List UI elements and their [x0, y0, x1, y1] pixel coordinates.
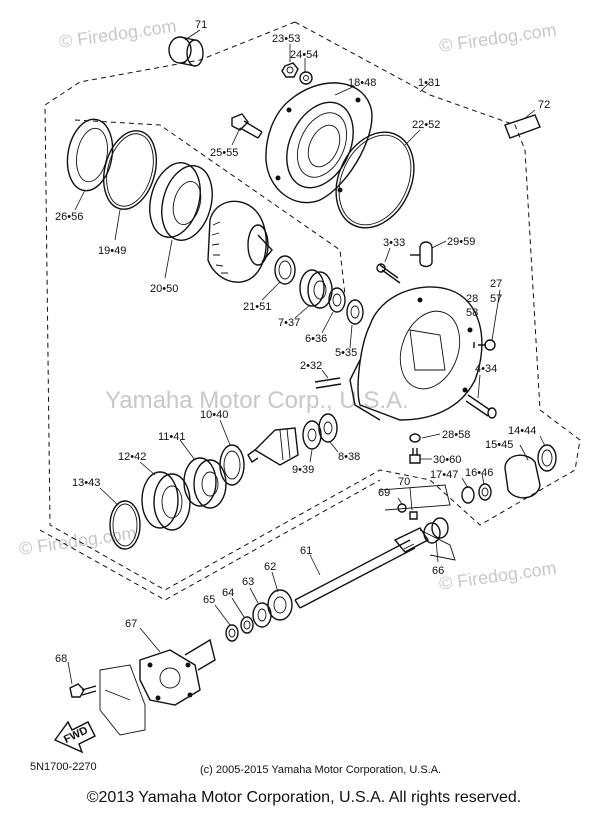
ring-bearing-part: [149, 162, 213, 241]
watermark-right-mid: © Firedog.com: [438, 558, 558, 594]
final-drive-case-part: [349, 286, 483, 421]
drive-shaft-part: [294, 527, 430, 609]
label-63: 63: [242, 576, 254, 588]
label-18: 18•48: [348, 77, 376, 89]
label-1: 1•31: [418, 77, 440, 89]
nut-part: [281, 62, 313, 85]
label-67: 67: [125, 618, 137, 630]
label-65: 65: [203, 594, 215, 606]
label-21: 21•51: [243, 301, 271, 313]
label-15: 15•45: [485, 439, 513, 451]
retainer-o-ring-part: [109, 500, 141, 550]
label-5: 5•35: [335, 347, 357, 359]
label-22: 22•52: [412, 119, 440, 131]
label-17: 17•47: [430, 469, 458, 481]
assembly-boundary: [44, 21, 581, 591]
oil-seal-part: [66, 118, 114, 192]
pinion-shim-part: [219, 444, 245, 486]
label-14: 14•44: [508, 425, 536, 437]
label-57: 57: [490, 293, 502, 305]
label-20: 20•50: [150, 283, 178, 295]
watermark-bottom-left: © Firedog.com: [18, 523, 138, 559]
watermark-top-right: © Firedog.com: [438, 20, 558, 56]
label-68: 68: [55, 653, 67, 665]
label-26: 26•56: [55, 211, 83, 223]
fitting-parts: [409, 433, 421, 464]
ring-gear-part: [207, 200, 273, 283]
lower-boundary: [39, 479, 381, 601]
label-7: 7•37: [278, 317, 300, 329]
leader-lines: [67, 29, 546, 685]
label-2: 2•32: [300, 360, 322, 372]
label-9: 9•39: [292, 464, 314, 476]
bushing-part: [168, 36, 204, 67]
o-ring-part: [103, 130, 157, 210]
label-25: 25•55: [210, 147, 238, 159]
label-10: 10•40: [200, 409, 228, 421]
label-23: 23•53: [272, 33, 300, 45]
label-4: 4•34: [475, 363, 497, 375]
shaft-washer-parts: [225, 602, 272, 642]
label-27: 27: [490, 278, 502, 290]
diagram-code: 5N1700-2270: [30, 761, 97, 773]
label-19: 19•49: [98, 245, 126, 257]
large-o-ring-part: [335, 131, 415, 229]
clip-parts: [379, 484, 451, 520]
label-plate-part: [504, 114, 541, 139]
label-66: 66: [432, 565, 444, 577]
damper-cap-part: [504, 444, 557, 499]
label-16: 16•46: [465, 467, 493, 479]
label-72: 72: [538, 99, 550, 111]
label-62: 62: [264, 561, 276, 573]
copyright-footer: ©2013 Yamaha Motor Corporation, U.S.A. A…: [86, 789, 522, 806]
roller-bearing-part: [299, 269, 333, 309]
washer-parts: [328, 287, 364, 325]
label-13: 13•43: [72, 477, 100, 489]
bearing-housing-part: [265, 82, 373, 204]
label-28b: 28•58: [442, 429, 470, 441]
front-arrow-label: FWD: [62, 724, 90, 745]
exploded-parts-diagram: © Firedog.com © Firedog.com Yamaha Motor…: [18, 16, 581, 776]
bolt-part: [231, 113, 263, 139]
coupling-bolt-part: [69, 683, 97, 698]
label-24: 24•54: [290, 49, 318, 61]
label-29: 29•59: [447, 236, 475, 248]
label-58: 58: [466, 307, 478, 319]
label-30: 30•60: [433, 454, 461, 466]
drain-bolt-part: [473, 339, 496, 351]
coupling-yoke-part: [139, 638, 216, 706]
label-8: 8•38: [338, 451, 360, 463]
small-washer-parts: [461, 483, 492, 504]
watermark-top-left: © Firedog.com: [58, 16, 178, 52]
label-71: 71: [195, 19, 207, 31]
inner-copyright: (c) 2005-2015 Yamaha Motor Corporation, …: [200, 764, 441, 776]
label-69: 69: [378, 487, 390, 499]
pinion-bearing-parts: [302, 413, 338, 450]
frame-outline: [99, 664, 146, 736]
label-28: 28: [466, 293, 478, 305]
bearing-retainer-part: [141, 471, 191, 531]
label-70: 70: [398, 476, 410, 488]
universal-joint-spring-part: [419, 517, 456, 561]
stud-part: [376, 241, 433, 284]
label-12: 12•42: [118, 451, 146, 463]
label-6: 6•36: [305, 333, 327, 345]
shim-part: [274, 255, 296, 285]
label-64: 64: [222, 587, 234, 599]
pinion-gear-part: [247, 427, 299, 466]
gear-set-boundary: [74, 119, 346, 296]
part-labels: 71 23•53 24•54 18•48 1•31 72 25•55 22•52…: [55, 19, 550, 665]
dowel-pin-part: [314, 377, 342, 389]
label-61: 61: [300, 545, 312, 557]
case-bolt-part: [465, 394, 497, 419]
label-11: 11•41: [158, 431, 186, 443]
label-3: 3•33: [383, 237, 405, 249]
front-direction-arrow: FWD: [53, 720, 96, 754]
